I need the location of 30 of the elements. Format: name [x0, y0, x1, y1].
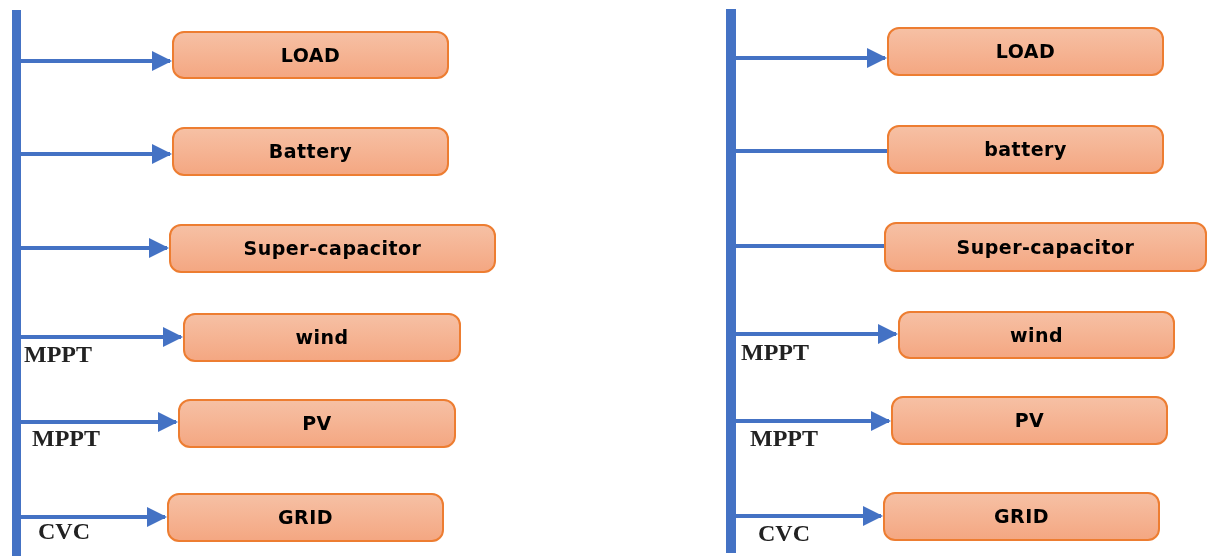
component-box: PV	[891, 396, 1168, 445]
connector-arrow	[736, 48, 887, 68]
edge-label: CVC	[38, 519, 90, 543]
edge-label: MPPT	[24, 342, 92, 366]
connector-arrow	[21, 412, 178, 432]
component-box: wind	[183, 313, 461, 362]
component-box: battery	[887, 125, 1164, 174]
component-box: Super-capacitor	[884, 222, 1207, 272]
component-box: GRID	[167, 493, 444, 542]
bus-bar	[12, 10, 21, 556]
bus-bar	[726, 9, 736, 553]
component-box: Super-capacitor	[169, 224, 496, 273]
component-box: Battery	[172, 127, 449, 176]
edge-label: MPPT	[32, 426, 100, 450]
connector-arrow	[21, 507, 167, 527]
component-box: wind	[898, 311, 1175, 359]
connector-arrow	[21, 144, 172, 164]
component-box: GRID	[883, 492, 1160, 541]
edge-label: MPPT	[741, 340, 809, 364]
component-box: LOAD	[172, 31, 449, 79]
component-box: LOAD	[887, 27, 1164, 76]
connector-arrow	[21, 51, 172, 71]
connector-arrow	[736, 411, 891, 431]
connector-arrow	[21, 238, 169, 258]
component-box: PV	[178, 399, 456, 448]
edge-label: MPPT	[750, 426, 818, 450]
edge-label: CVC	[758, 521, 810, 545]
connector-arrow	[736, 506, 883, 526]
connector-arrow	[21, 327, 183, 347]
connector-arrow	[736, 324, 898, 344]
